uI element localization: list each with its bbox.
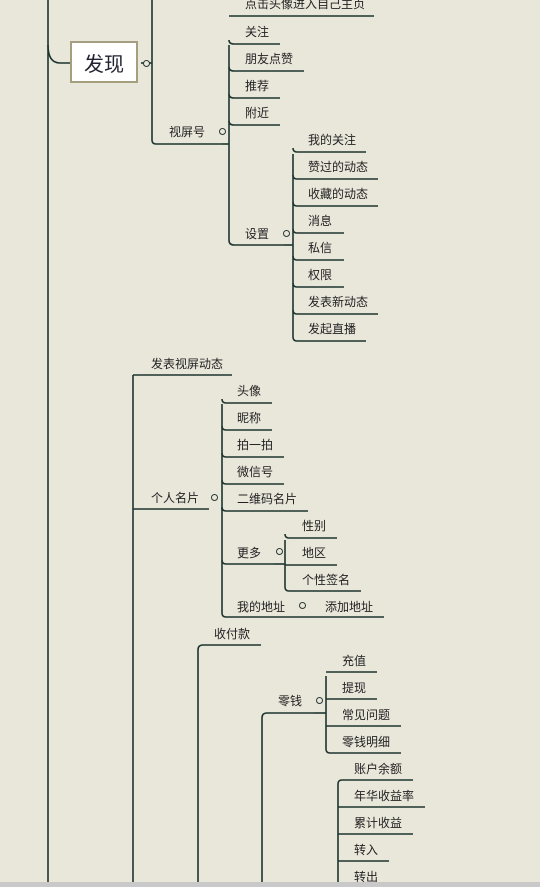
connector-line [292, 255, 344, 261]
node-profile-card[interactable]: 个人名片 [151, 491, 200, 505]
collapse-toggle-icon[interactable] [282, 229, 290, 237]
connector-line [325, 676, 401, 754]
node-signature[interactable]: 个性签名 [302, 573, 351, 587]
connector-line [292, 309, 378, 315]
connector-line [284, 540, 361, 592]
root-node[interactable]: 发现 [70, 41, 138, 83]
node-my-address[interactable]: 我的地址 [237, 600, 286, 614]
connector-line [221, 425, 272, 431]
node-start-live[interactable]: 发起直播 [308, 322, 357, 336]
node-favorited[interactable]: 收藏的动态 [308, 187, 369, 201]
node-receive-pay[interactable]: 收付款 [214, 627, 251, 641]
root-node-label: 发现 [84, 51, 124, 76]
node-recommend[interactable]: 推荐 [245, 79, 270, 93]
collapse-toggle-icon[interactable] [298, 601, 306, 609]
collapse-toggle-icon[interactable] [218, 127, 226, 135]
node-withdraw[interactable]: 提现 [342, 681, 367, 695]
node-follow[interactable]: 关注 [245, 25, 270, 39]
node-more[interactable]: 更多 [237, 546, 262, 560]
connector-line [337, 779, 413, 785]
collapse-toggle-icon[interactable] [210, 493, 218, 501]
node-my-follow[interactable]: 我的关注 [308, 133, 357, 147]
connector-line [228, 120, 280, 126]
connector-line [228, 45, 284, 246]
node-change-detail[interactable]: 零钱明细 [342, 735, 391, 749]
node-gender[interactable]: 性别 [302, 519, 327, 533]
node-settings[interactable]: 设置 [245, 227, 270, 241]
connector-line [221, 559, 274, 565]
node-nearby[interactable]: 附近 [245, 106, 270, 120]
connector-line [292, 228, 344, 234]
node-transfer-out[interactable]: 转出 [354, 870, 379, 884]
node-channels[interactable]: 视屏号 [169, 125, 206, 139]
node-messages[interactable]: 消息 [308, 214, 333, 228]
connector-line [151, 0, 222, 145]
node-wechat-id[interactable]: 微信号 [237, 465, 274, 479]
node-post-video[interactable]: 发表视屏动态 [151, 357, 224, 371]
collapse-toggle-icon[interactable] [142, 59, 150, 67]
node-annual-yield[interactable]: 年华收益率 [354, 789, 415, 803]
connector-line [284, 533, 337, 539]
node-topup[interactable]: 充值 [342, 654, 367, 668]
connector-line [292, 154, 366, 342]
node-total-income[interactable]: 累计收益 [354, 816, 403, 830]
connector-line [221, 404, 298, 618]
node-friend-likes[interactable]: 朋友点赞 [245, 52, 294, 66]
connector-line [292, 282, 344, 288]
connector-line [221, 479, 284, 485]
node-avatar[interactable]: 头像 [237, 384, 262, 398]
node-post-new[interactable]: 发表新动态 [308, 295, 369, 309]
node-change[interactable]: 零钱 [278, 694, 303, 708]
connector-line [292, 201, 378, 207]
connector-line [228, 93, 280, 99]
collapse-toggle-icon[interactable] [275, 547, 283, 555]
node-add-address[interactable]: 添加地址 [325, 600, 374, 614]
node-nickname[interactable]: 昵称 [237, 411, 262, 425]
node-click-avatar[interactable]: 点击头像进入自己主页 [245, 0, 366, 11]
node-liked[interactable]: 赞过的动态 [308, 160, 369, 174]
connector-line [292, 147, 366, 153]
connector-line [261, 712, 314, 719]
node-transfer-in[interactable]: 转入 [354, 843, 379, 857]
connector-line [47, 44, 70, 64]
horizontal-scrollbar[interactable] [0, 882, 540, 887]
connector-line [292, 174, 378, 180]
node-pat[interactable]: 拍一拍 [237, 438, 274, 452]
collapse-toggle-icon[interactable] [315, 696, 323, 704]
connector-line [221, 506, 308, 512]
node-faq[interactable]: 常见问题 [342, 708, 391, 722]
connector-line [221, 398, 272, 404]
connector-line [197, 644, 261, 651]
node-permissions[interactable]: 权限 [308, 268, 333, 282]
node-qr[interactable]: 二维码名片 [237, 492, 298, 506]
connector-line [221, 452, 284, 458]
connector-line [228, 39, 280, 45]
node-dm[interactable]: 私信 [308, 241, 333, 255]
node-region[interactable]: 地区 [302, 546, 327, 560]
connector-line [228, 66, 304, 72]
node-balance[interactable]: 账户余额 [354, 762, 403, 776]
